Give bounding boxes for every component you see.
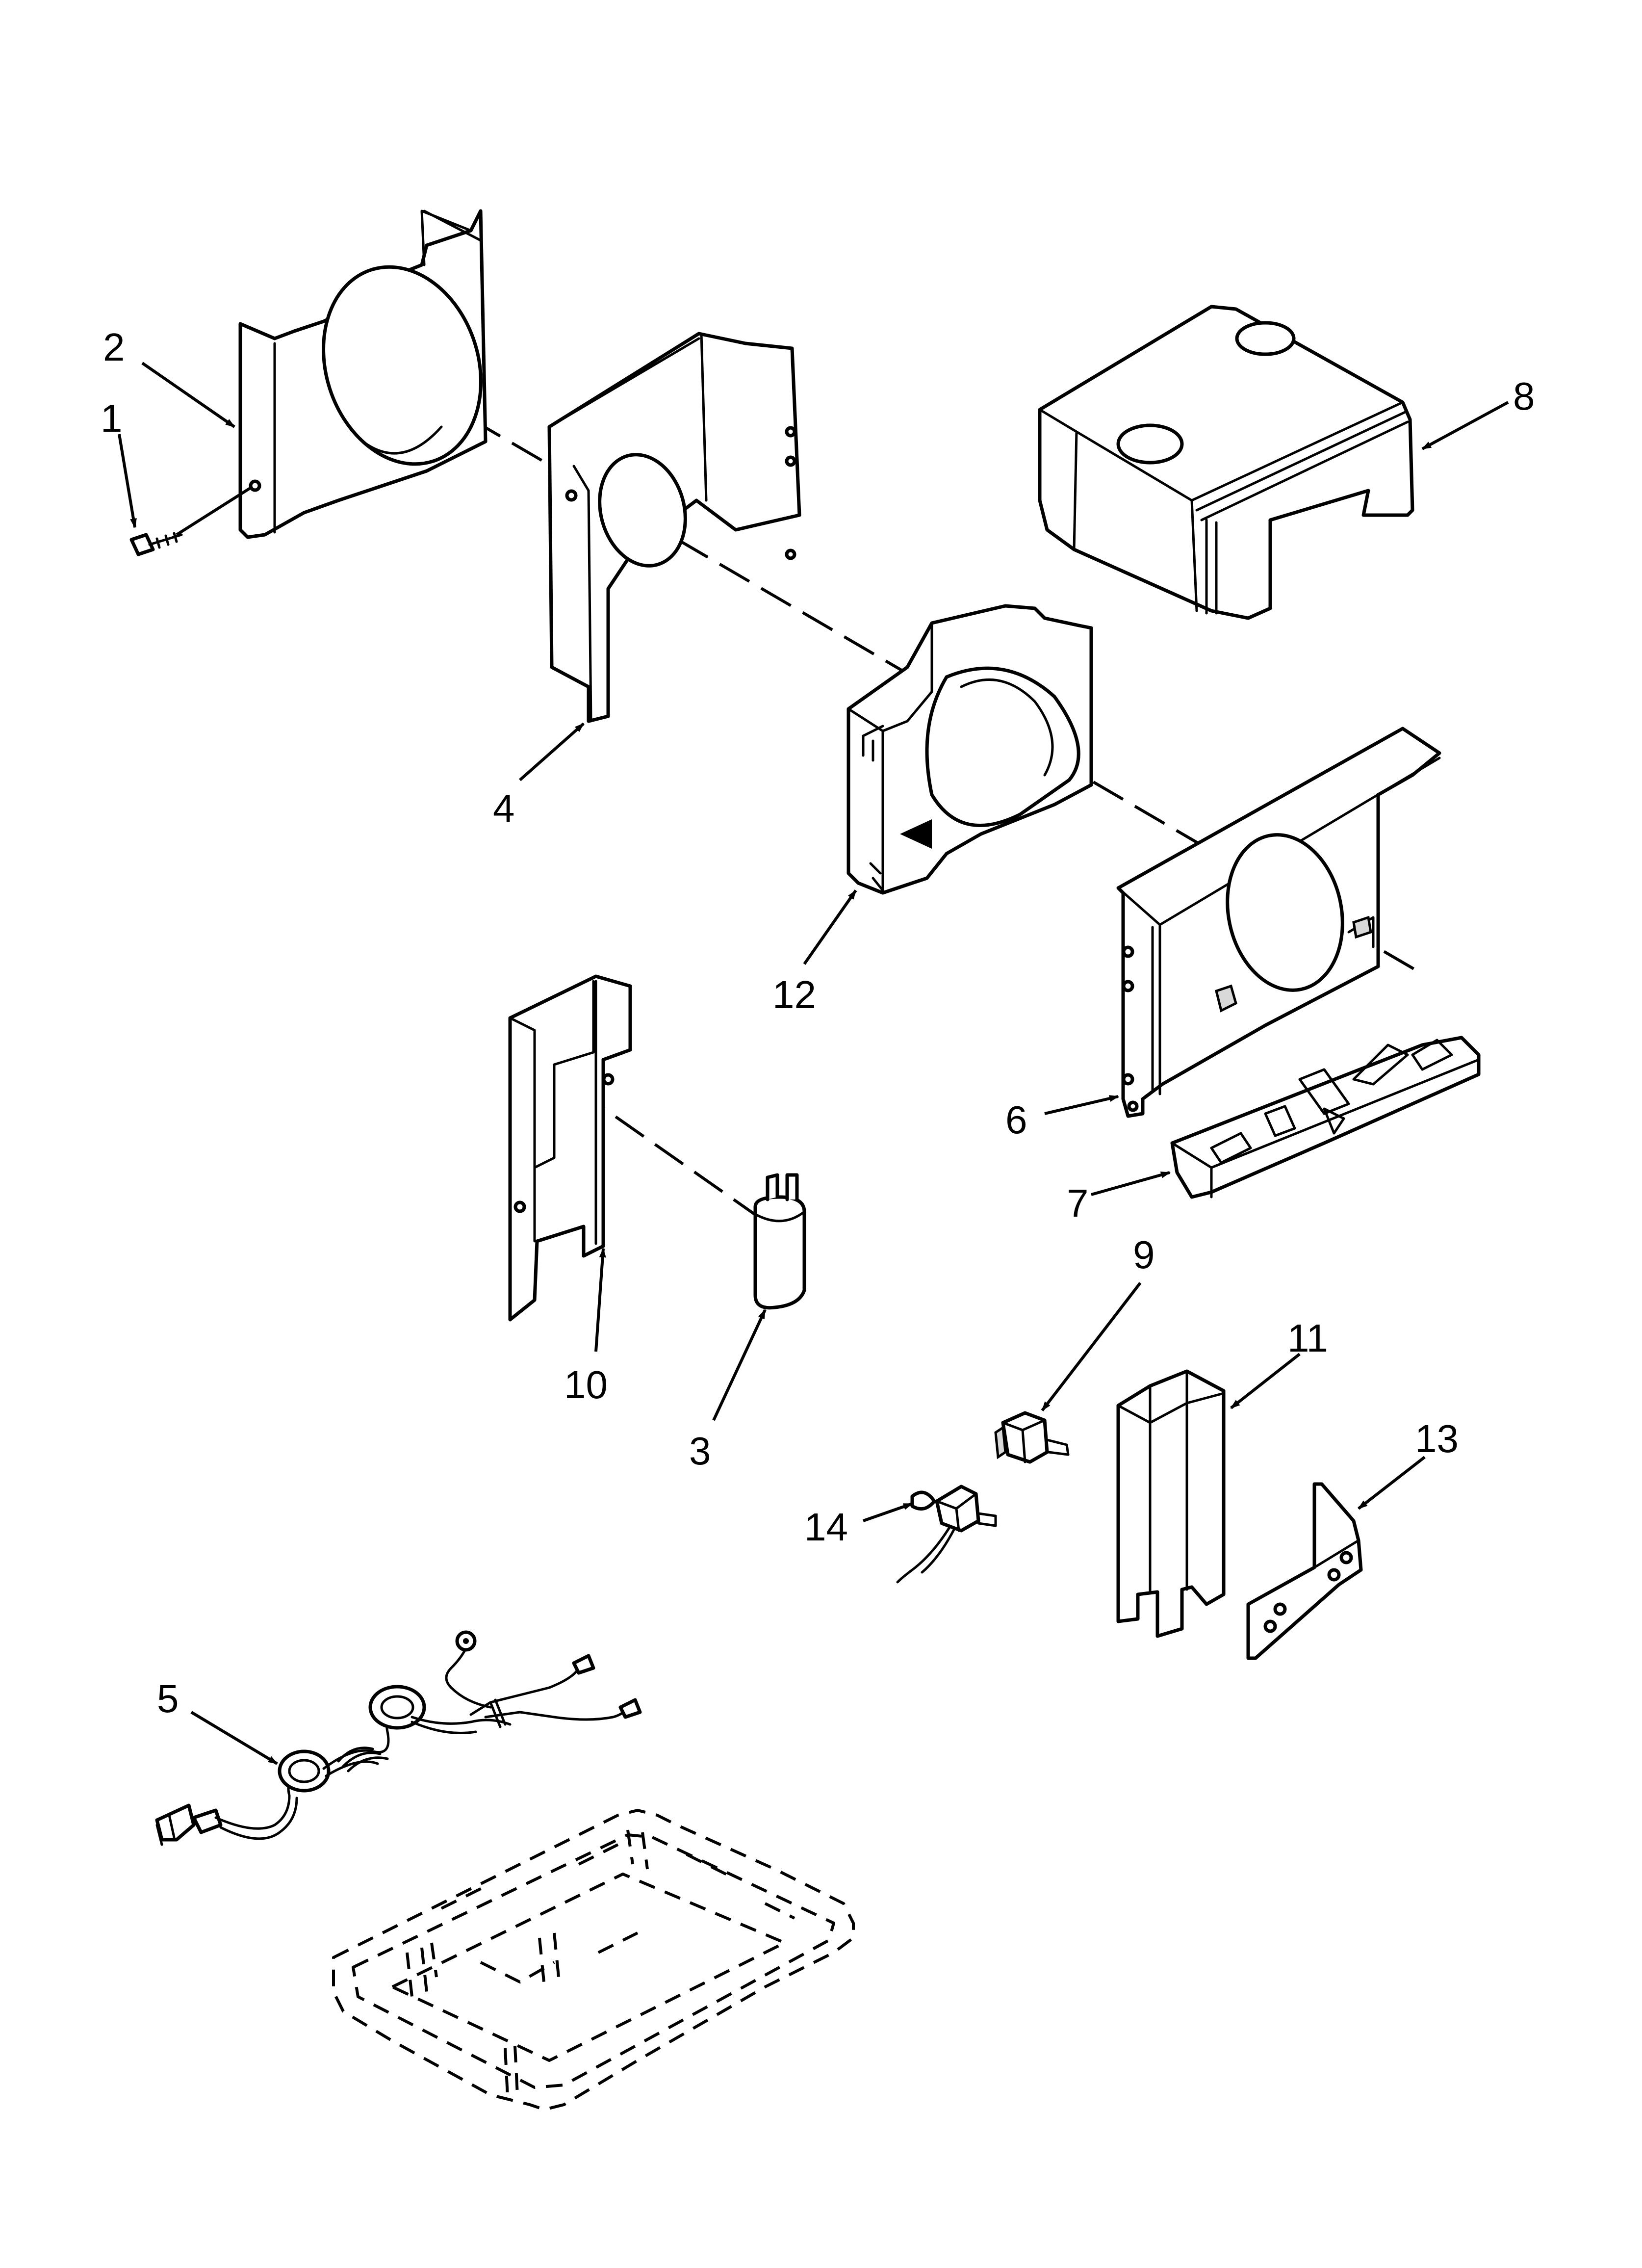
callout-4: 4	[493, 786, 515, 830]
callout-3: 3	[689, 1429, 711, 1473]
part-14-thermostat	[896, 1485, 997, 1584]
leader-11	[1230, 1353, 1301, 1409]
assembly-axis-middle	[575, 1088, 766, 1223]
part-6-bulkhead	[1116, 727, 1441, 1118]
leader-14	[863, 1502, 913, 1522]
leader-13	[1358, 1456, 1426, 1510]
leader-6	[1044, 1095, 1119, 1115]
callout-14: 14	[804, 1505, 848, 1549]
callout-13: 13	[1415, 1417, 1459, 1460]
leader-3	[712, 1309, 767, 1421]
callout-9: 9	[1133, 1233, 1155, 1277]
leader-lines	[118, 362, 1509, 1765]
part-13-mounting-plate	[1246, 1482, 1363, 1660]
callout-11: 11	[1287, 1316, 1328, 1360]
leader-5	[190, 1711, 278, 1765]
part-11-channel	[1116, 1369, 1226, 1638]
part-7-base-tray	[1170, 1036, 1481, 1199]
callout-labels: 1 2 3 4 5 6 7 8 9 10 11 12 13 14	[101, 325, 1535, 1721]
callout-12: 12	[772, 973, 816, 1017]
leader-1	[118, 434, 137, 528]
leader-8	[1421, 401, 1509, 450]
callout-10: 10	[564, 1363, 608, 1407]
part-5-power-cord	[155, 1630, 642, 1846]
part-10-bracket	[508, 974, 632, 1322]
callout-6: 6	[1005, 1098, 1027, 1142]
leader-4	[519, 722, 585, 782]
phantom-base-pan	[332, 1809, 855, 2111]
leader-12	[803, 889, 857, 965]
callout-2: 2	[103, 325, 125, 369]
leader-2	[141, 362, 235, 428]
part-8-top-cover	[1038, 305, 1414, 620]
callout-8: 8	[1513, 374, 1535, 418]
callout-7: 7	[1067, 1181, 1089, 1225]
part-9-rotary-switch	[994, 1411, 1070, 1464]
part-1-screw	[129, 487, 251, 556]
part-2-shroud-panel	[238, 209, 487, 539]
leader-9	[1041, 1282, 1142, 1411]
part-12-blower-housing	[847, 604, 1093, 895]
part-4-inner-panel	[547, 332, 801, 723]
callout-1: 1	[101, 396, 123, 440]
leader-10	[594, 1248, 606, 1352]
part-3-capacitor	[753, 1173, 806, 1310]
callout-5: 5	[157, 1677, 179, 1721]
leader-7	[1091, 1171, 1171, 1196]
